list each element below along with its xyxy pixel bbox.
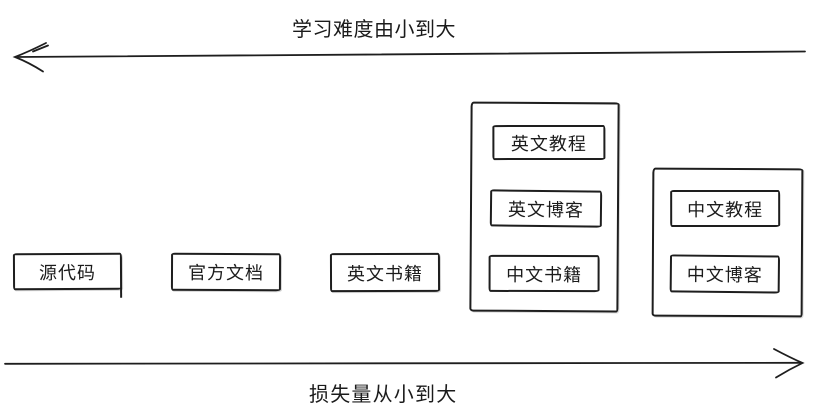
group-container-a: 英文教程 英文博客 中文书籍 bbox=[469, 101, 620, 313]
group-container-b: 中文教程 中文博客 bbox=[651, 167, 804, 318]
node-label: 官方文档 bbox=[187, 262, 265, 284]
node-label: 英文书籍 bbox=[346, 263, 424, 284]
node-label: 中文书籍 bbox=[506, 264, 583, 285]
node-label: 英文教程 bbox=[510, 133, 587, 154]
left-arrow-icon bbox=[12, 42, 806, 73]
top-axis-label: 学习难度由小到大 bbox=[292, 19, 456, 41]
node-official-docs: 官方文档 bbox=[170, 252, 282, 292]
node-english-books: 英文书籍 bbox=[329, 252, 441, 293]
node-chinese-tutorials: 中文教程 bbox=[670, 189, 781, 228]
node-source-code: 源代码 bbox=[12, 252, 123, 291]
node-english-tutorials: 英文教程 bbox=[492, 124, 606, 161]
right-arrow-icon bbox=[4, 348, 805, 379]
node-english-blogs: 英文博客 bbox=[489, 189, 603, 228]
node-chinese-books: 中文书籍 bbox=[488, 254, 600, 293]
node-label: 中文博客 bbox=[686, 264, 763, 286]
node-chinese-blogs: 中文博客 bbox=[669, 254, 781, 294]
node-label: 源代码 bbox=[38, 262, 97, 283]
node-label: 英文博客 bbox=[507, 199, 585, 220]
node-label: 中文教程 bbox=[687, 199, 764, 220]
bottom-axis-label: 损失量从小到大 bbox=[309, 384, 458, 406]
